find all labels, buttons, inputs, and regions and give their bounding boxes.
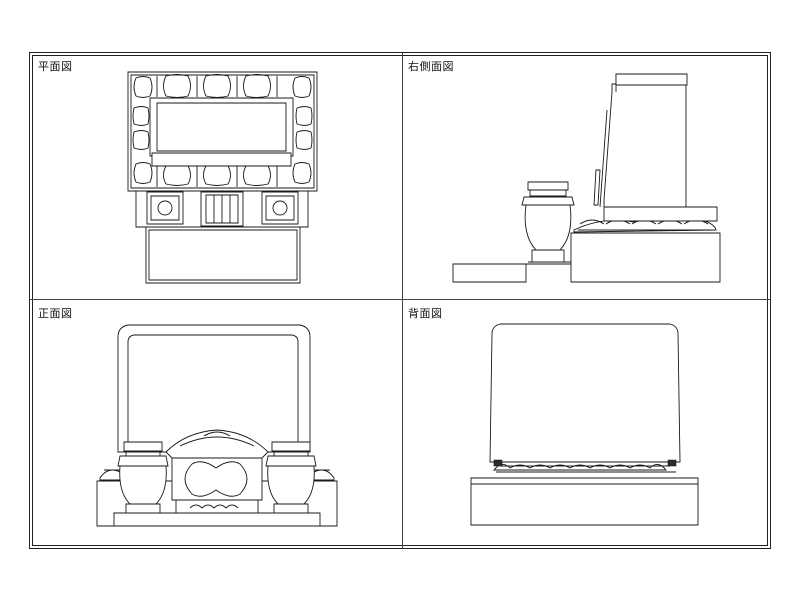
front-view-label: 正面図 [38,307,73,320]
plan-view [128,72,317,283]
drawing-sheet [29,52,771,549]
back-view-label: 背面図 [408,307,443,320]
vertical-divider [402,53,403,548]
side-main-stone [594,74,717,221]
plan-left-vase [147,192,183,224]
front-main-stone [118,325,310,452]
plan-incense-stand [201,192,243,226]
front-view [97,325,337,526]
front-right-vase [266,442,316,513]
back-lotus-base [494,460,676,472]
plan-right-vase [262,192,298,224]
back-view [471,324,698,525]
right-side-view [453,74,720,282]
side-lower-step [453,264,526,282]
horizontal-divider [30,299,770,300]
plan-main-stone-top [150,98,293,156]
right-side-view-label: 右側面図 [408,60,454,73]
plan-base-step [146,227,300,283]
side-vase [522,182,574,262]
front-incense-stand [166,430,268,513]
back-main-stone [490,324,680,462]
plan-view-label: 平面図 [38,60,73,73]
back-base-platform [471,478,698,525]
side-platform [571,233,720,282]
front-left-vase [118,442,168,513]
drawing-frame [32,55,768,546]
